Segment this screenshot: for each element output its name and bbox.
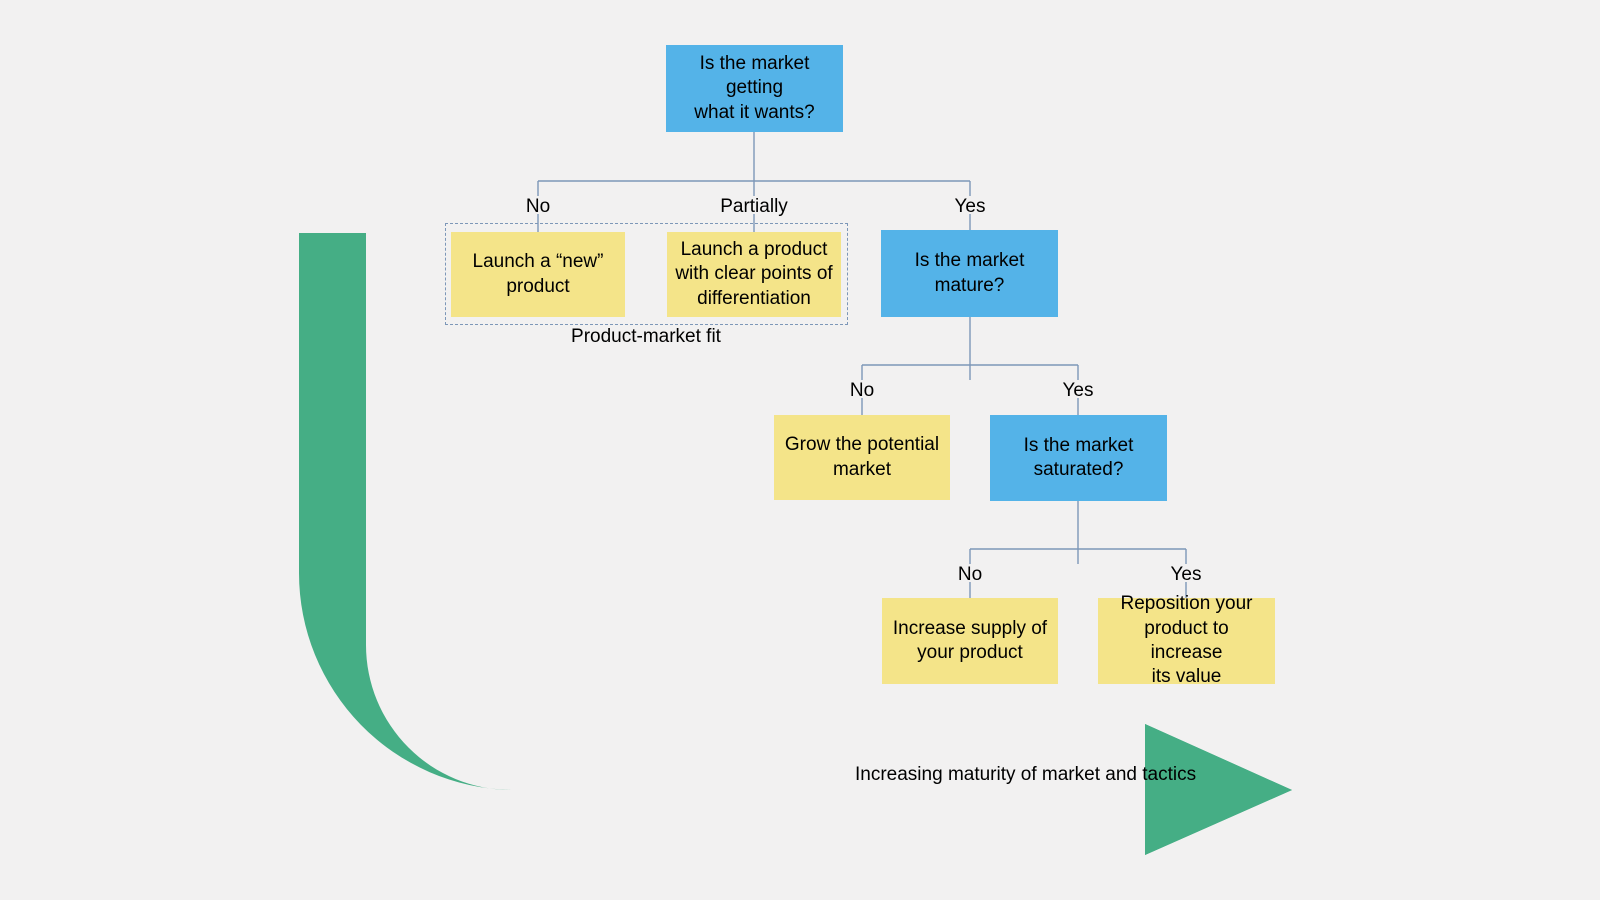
node-market-saturated[interactable]: Is the market saturated? [990, 415, 1167, 501]
node-increase-supply[interactable]: Increase supply of your product [882, 598, 1058, 684]
edge-label-saturated-yes: Yes [1170, 564, 1202, 585]
node-launch-differentiated-product[interactable]: Launch a product with clear points of di… [667, 232, 841, 317]
edge-label-root-yes: Yes [954, 196, 986, 217]
product-market-fit-label: Product-market fit [571, 326, 721, 347]
node-market-getting-what-it-wants[interactable]: Is the market getting what it wants? [666, 45, 843, 132]
node-launch-new-product[interactable]: Launch a “new” product [451, 232, 625, 317]
node-grow-potential-market[interactable]: Grow the potential market [774, 415, 950, 500]
node-reposition-product[interactable]: Reposition your product to increase its … [1098, 593, 1275, 687]
maturity-arrow-caption: Increasing maturity of market and tactic… [855, 764, 1197, 785]
edge-label-mature-yes: Yes [1062, 380, 1094, 401]
edge-label-root-partially: Partially [720, 196, 788, 217]
node-market-mature[interactable]: Is the market mature? [881, 230, 1058, 317]
product-market-fit-group [445, 223, 848, 325]
edge-label-saturated-no: No [957, 564, 983, 585]
edge-label-root-no: No [525, 196, 551, 217]
edge-label-mature-no: No [849, 380, 875, 401]
